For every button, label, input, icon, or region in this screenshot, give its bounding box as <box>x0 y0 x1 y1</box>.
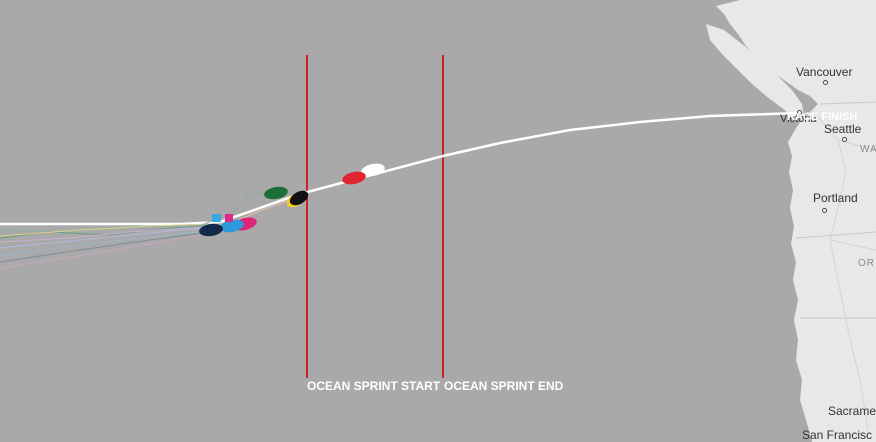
state-border <box>819 101 876 105</box>
boat-marker-navy[interactable] <box>198 222 223 237</box>
boat-marker-red[interactable] <box>341 170 367 187</box>
boat-marker-cyan[interactable] <box>219 218 245 235</box>
fleet-track <box>0 223 213 233</box>
boat-flag-pink[interactable] <box>225 214 233 222</box>
race-track-leader <box>0 111 801 226</box>
state-border <box>795 231 876 239</box>
fleet-track <box>0 227 231 257</box>
vancouver-island <box>706 24 804 118</box>
city-label-portland: Portland <box>813 191 858 205</box>
race-finish-label: RACE FINISH <box>787 111 858 123</box>
region-label-or: OR <box>858 258 875 269</box>
ocean-sprint-start-label: OCEAN SPRINT START <box>307 379 441 393</box>
city-dot-vancouver <box>823 80 828 85</box>
inland-road <box>829 239 876 251</box>
region-label-wa: WA <box>860 144 876 155</box>
fleet-track <box>0 225 221 243</box>
city-dot-portland <box>822 208 827 213</box>
city-label-vancouver: Vancouver <box>796 65 853 79</box>
city-label-sacramento: Sacrame <box>828 404 876 418</box>
boat-marker-green[interactable] <box>263 185 289 201</box>
boat-flag-cyan[interactable] <box>212 214 221 222</box>
city-label-san-francisco: San Francisc <box>802 428 873 442</box>
fleet-track <box>0 226 226 249</box>
boat-marker-black[interactable] <box>287 188 310 208</box>
city-dot-seattle <box>842 137 847 142</box>
coastline-land <box>716 0 876 442</box>
boat-marker-white[interactable] <box>360 162 386 179</box>
ocean-sprint-end-label: OCEAN SPRINT END <box>444 379 564 393</box>
city-dot-victoria <box>797 110 802 115</box>
city-label-seattle: Seattle <box>824 122 862 136</box>
city-label-victoria: Victoria <box>780 113 817 125</box>
fleet-track <box>0 223 211 237</box>
